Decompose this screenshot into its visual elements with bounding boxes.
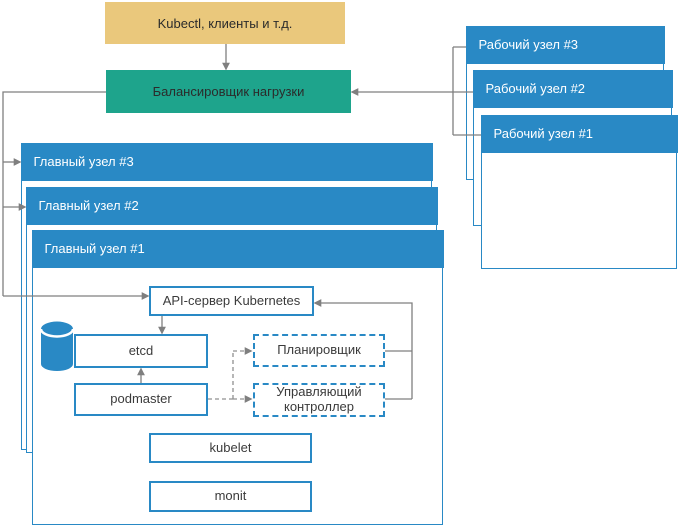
worker-node-1-header: Рабочий узел #1 [480, 114, 678, 153]
monit-label: monit [214, 488, 247, 504]
worker-node-3-header: Рабочий узел #3 [465, 25, 665, 64]
kubectl-clients-label: Kubectl, клиенты и т.д. [157, 15, 293, 31]
etcd-box: etcd [74, 334, 208, 368]
api-server-label: API-сервер Kubernetes [162, 292, 301, 308]
kubelet-label: kubelet [209, 439, 252, 455]
master-node-2-label: Главный узел #2 [38, 198, 139, 213]
load-balancer-box: Балансировщик нагрузки [106, 70, 351, 113]
master-node-2-header: Главный узел #2 [25, 186, 438, 225]
api-server-box: API-сервер Kubernetes [149, 286, 314, 316]
database-cylinder-icon [39, 320, 75, 372]
scheduler-box: Планировщик [253, 334, 385, 367]
master-node-3-label: Главный узел #3 [33, 154, 134, 169]
kubelet-box: kubelet [149, 433, 312, 463]
master-node-1-label: Главный узел #1 [44, 241, 145, 256]
scheduler-label: Планировщик [277, 342, 361, 358]
load-balancer-label: Балансировщик нагрузки [152, 84, 305, 99]
master-node-3-header: Главный узел #3 [20, 142, 433, 181]
master-node-1-header: Главный узел #1 [31, 229, 444, 268]
worker-node-2-label: Рабочий узел #2 [485, 81, 586, 96]
controller-manager-label: Управляющий контроллер [276, 384, 362, 414]
worker-node-2-header: Рабочий узел #2 [472, 69, 673, 108]
podmaster-label: podmaster [110, 391, 172, 407]
controller-manager-box: Управляющий контроллер [253, 383, 385, 417]
worker-node-1: Рабочий узел #1 [480, 114, 678, 269]
etcd-label: etcd [128, 342, 154, 358]
kubectl-clients-box: Kubectl, клиенты и т.д. [105, 2, 345, 44]
podmaster-box: podmaster [74, 383, 208, 416]
monit-box: monit [149, 481, 312, 512]
worker-node-3-label: Рабочий узел #3 [478, 37, 579, 52]
worker-node-1-label: Рабочий узел #1 [493, 126, 594, 141]
